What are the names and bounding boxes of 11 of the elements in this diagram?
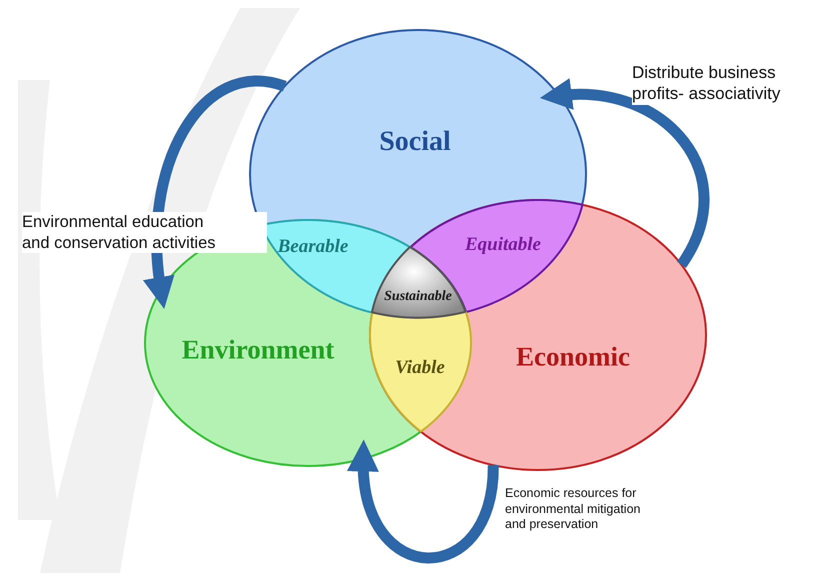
- circle-label: Social: [379, 126, 451, 158]
- region-label: Equitable: [464, 234, 541, 256]
- circle-label: Economic: [516, 342, 630, 372]
- circle-label: Environment: [182, 334, 334, 366]
- curved-arrow: [540, 79, 710, 268]
- curved-arrow: [143, 76, 286, 310]
- region-label: Bearable: [278, 236, 348, 258]
- curved-arrow: [348, 440, 499, 564]
- region-label: Viable: [395, 356, 445, 379]
- region-label: Sustainable: [384, 288, 452, 305]
- edge-label: Environmental education and conservation activities: [22, 212, 267, 254]
